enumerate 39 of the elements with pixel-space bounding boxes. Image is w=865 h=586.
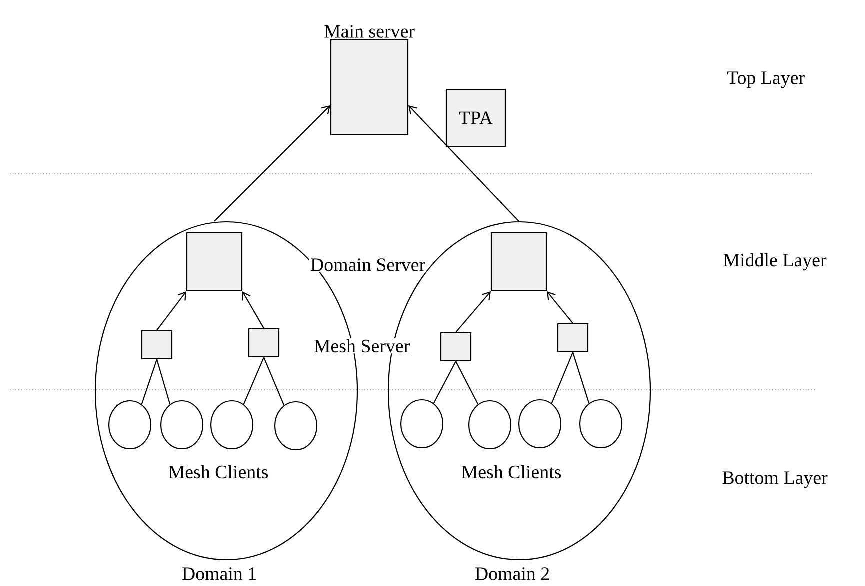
client-circle: [210, 400, 254, 450]
box: [141, 330, 173, 360]
arrow: [547, 292, 574, 324]
box: [248, 328, 280, 358]
clients-label: Mesh Clients: [168, 465, 268, 479]
server-label: Mesh Server: [312, 338, 412, 354]
domain-label: Domain 2: [475, 568, 550, 580]
arrow: [214, 106, 330, 222]
box: [490, 232, 548, 292]
connector-line: [264, 357, 285, 406]
arrow: [242, 292, 264, 329]
layer-label: Top Layer: [726, 70, 806, 90]
arrow: [408, 106, 520, 222]
connector-line: [141, 359, 158, 405]
connector-line: [243, 357, 265, 405]
tpa-box: TPA: [446, 88, 506, 148]
connector-line: [156, 359, 171, 405]
box: [557, 323, 589, 353]
layer-label: Bottom Layer: [721, 470, 829, 490]
arrow: [156, 292, 186, 331]
box: [440, 332, 472, 362]
box: [186, 232, 243, 292]
connector-line: [456, 361, 479, 405]
client-circle: [468, 400, 512, 450]
connector-line: [551, 352, 574, 404]
client-circle: [108, 400, 152, 450]
client-circle: [579, 399, 623, 449]
arrow: [456, 292, 491, 333]
client-circle: [400, 399, 444, 449]
client-circle: [518, 399, 562, 449]
layer-label: Middle Layer: [722, 252, 828, 272]
clients-label: Mesh Clients: [462, 465, 562, 479]
domain-label: Domain 1: [182, 568, 256, 580]
server-title: Main server: [324, 25, 415, 38]
server-label: Domain Server: [309, 258, 427, 272]
client-circle: [274, 401, 318, 451]
client-circle: [160, 400, 204, 450]
connector-line: [572, 352, 590, 404]
connector-line: [433, 361, 456, 404]
